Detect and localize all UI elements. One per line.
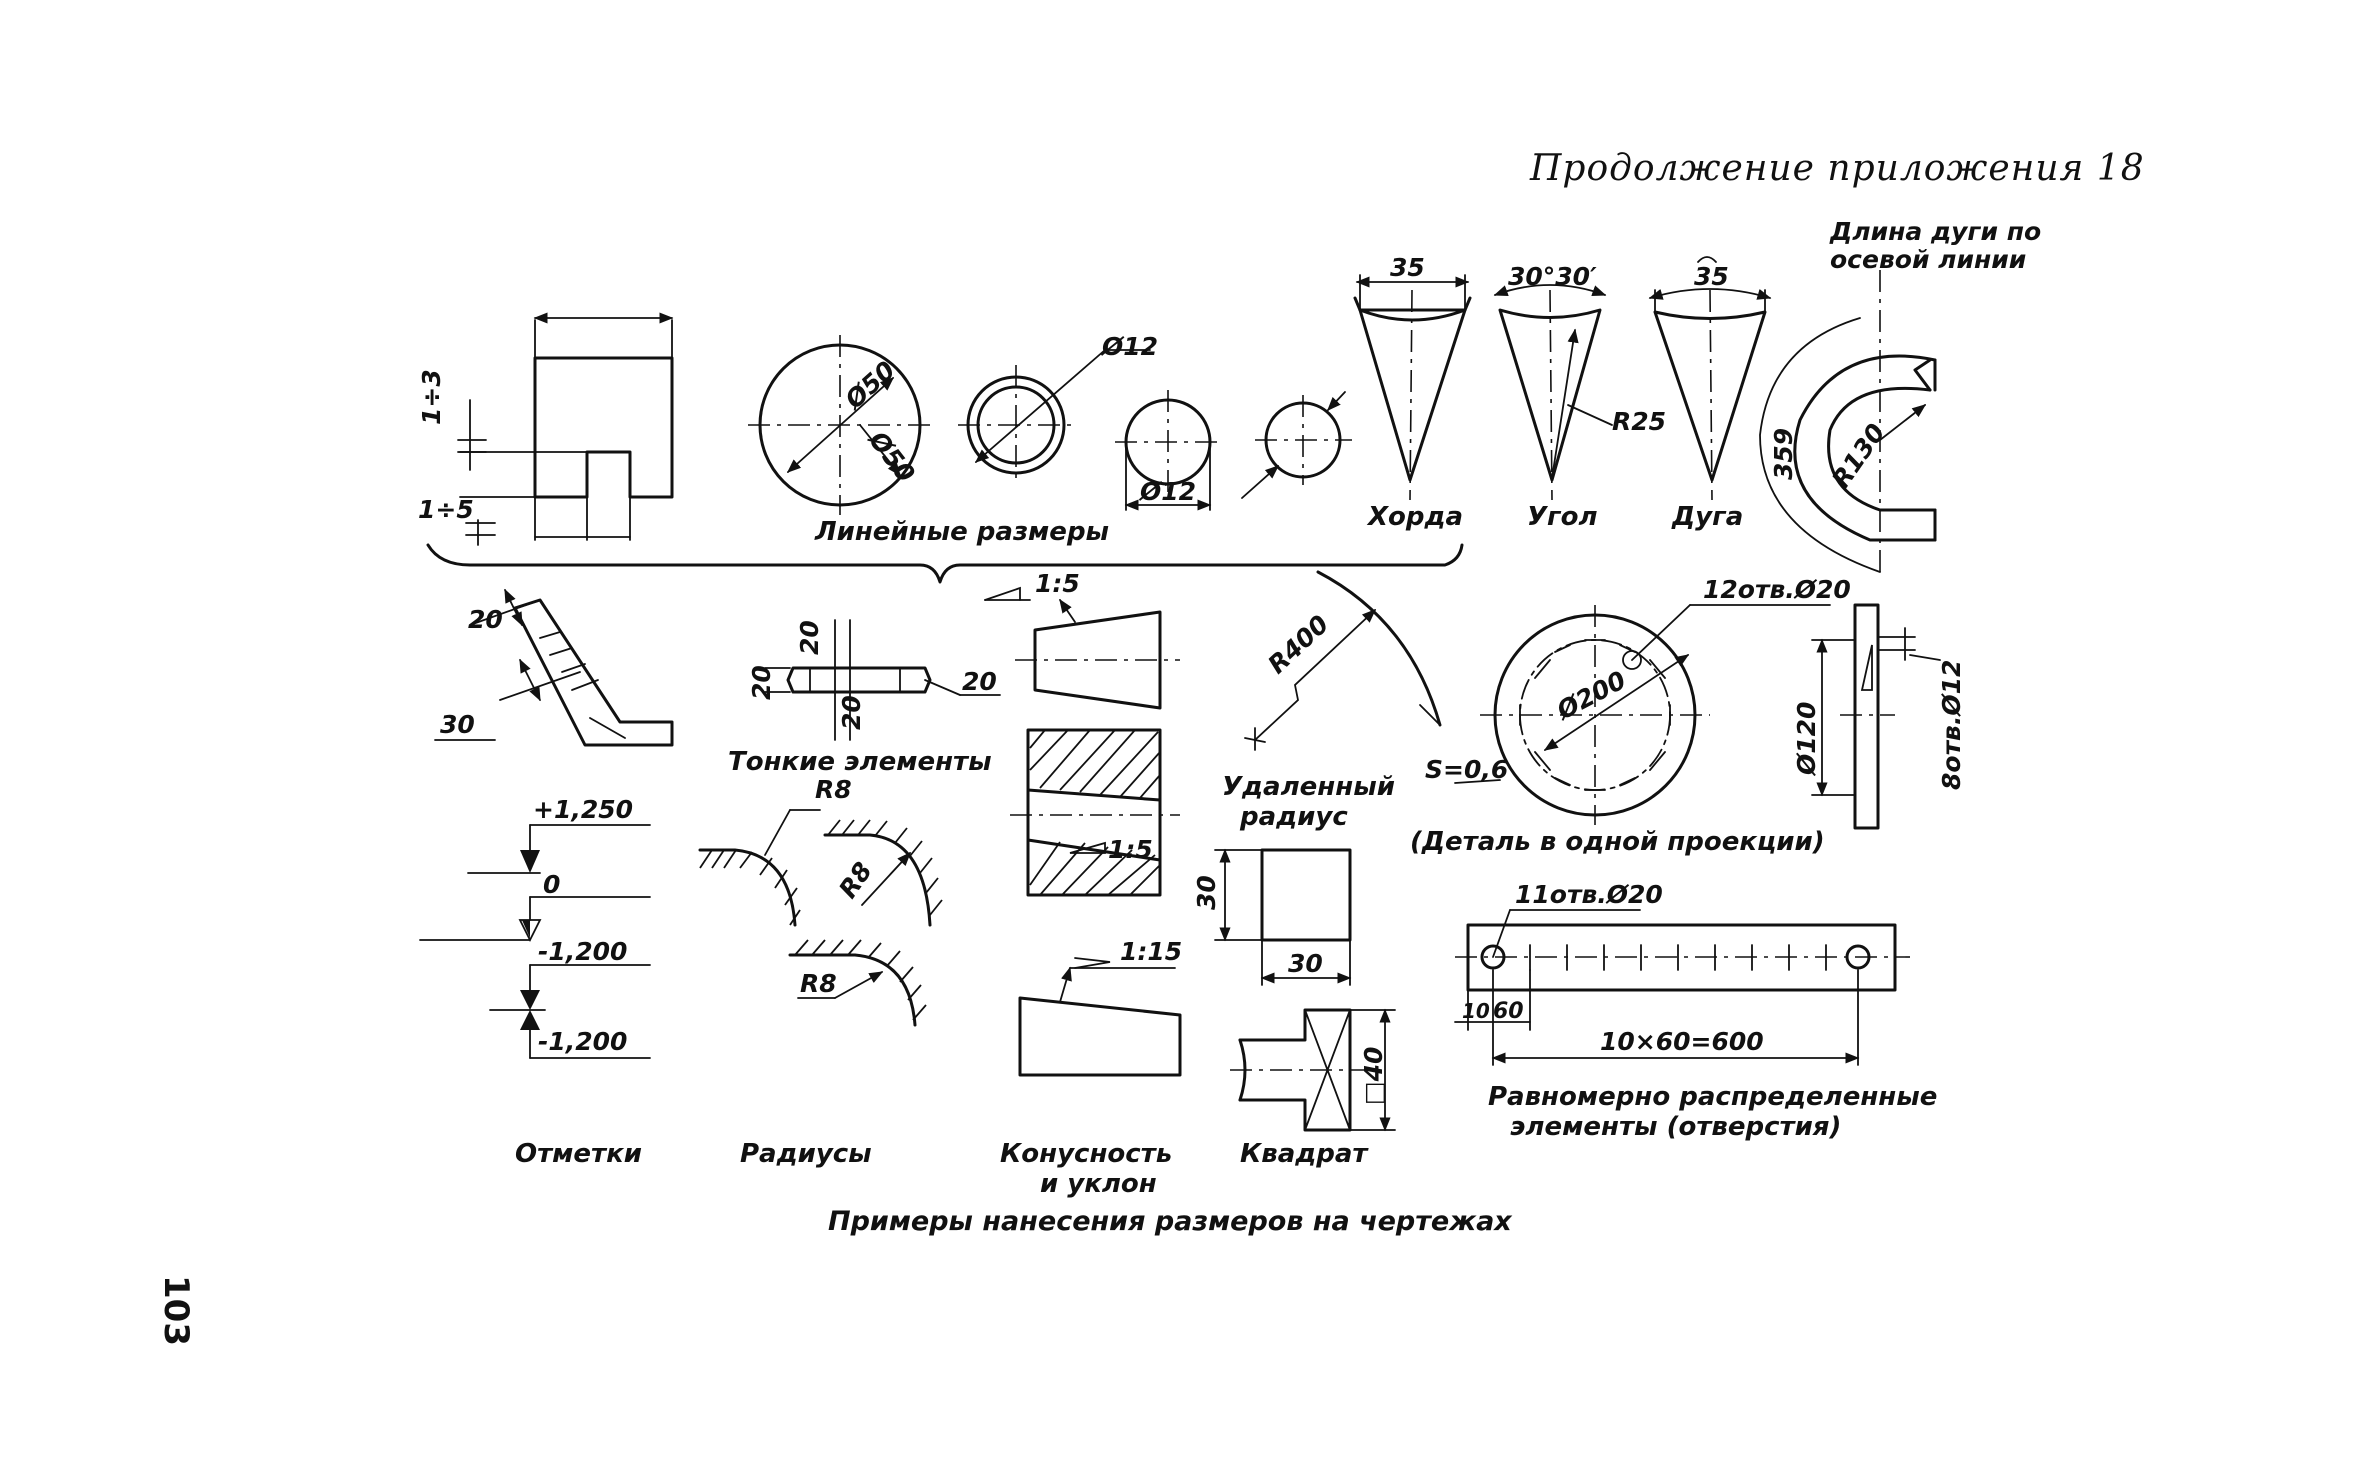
label-taper-2: и уклон: [1040, 1169, 1157, 1199]
stepped-block-figure: 1÷3 1÷5: [417, 312, 674, 546]
remote-radius-figure: R400 Удаленный радиус: [1222, 570, 1442, 832]
dim-chord: 35: [1390, 253, 1425, 282]
label-thin: Тонкие элементы: [728, 747, 992, 777]
dim-arc: 35: [1694, 262, 1729, 291]
slope-figure: 1:15: [1018, 937, 1182, 1077]
distributed-holes-figure: 11отв.Ø20 10 60 10×60=600 Равномерно рас…: [1454, 880, 1937, 1142]
page-number: 103: [156, 1275, 196, 1346]
elevation-marks-figure: +1,250 0 -1,200 -1,200 Отметки: [419, 795, 651, 1169]
dim-thin-20c: 20: [795, 620, 824, 655]
dim-radius-2: R8: [833, 857, 878, 904]
sector-arc-figure: 35 Дуга: [1648, 256, 1772, 532]
dim-remote-radius: R400: [1262, 609, 1334, 679]
dim-thin-20a: 20: [468, 605, 503, 634]
dim-thin-20d: 20: [837, 695, 866, 730]
label-angle: Угол: [1527, 502, 1598, 532]
label-square: Квадрат: [1240, 1139, 1369, 1169]
mark-minus-1200-a: -1,200: [538, 937, 627, 966]
dim-detail-s: S=0,6: [1425, 755, 1508, 784]
label-radii: Радиусы: [740, 1139, 872, 1169]
flange-figure: Ø120 8отв.Ø12: [1792, 603, 1966, 830]
dim-taper-1: 1:5: [1035, 569, 1080, 598]
dim-detail-dia: Ø200: [1550, 665, 1630, 726]
dim-dia12-a: Ø12: [1100, 332, 1158, 361]
dim-axis-arc-radius: R130: [1826, 418, 1891, 493]
dim-angle-radius: R25: [1612, 407, 1666, 436]
label-distributed-2: элементы (отверстия): [1510, 1112, 1841, 1142]
label-axis-arc-line2: осевой линии: [1830, 245, 2026, 274]
dim-square-h: 30: [1192, 875, 1221, 910]
brace: [426, 543, 1464, 584]
circle-small-figure: [1241, 391, 1352, 499]
dim-square-w: 30: [1288, 949, 1323, 978]
mark-plus-1250: +1,250: [533, 795, 633, 824]
label-taper-1: Конусность: [1000, 1139, 1172, 1169]
dim-flange-dia: Ø120: [1792, 702, 1821, 777]
taper-cone-figure: 1:5: [984, 569, 1180, 710]
dim-square-40: □40: [1359, 1047, 1388, 1105]
circle-dia50-figure: Ø50 Ø50: [748, 335, 935, 515]
dim-distributed-pitch: 10: [1462, 999, 1490, 1023]
dim-1-5: 1÷5: [418, 495, 474, 524]
dim-dia12-b: Ø12: [1138, 477, 1196, 506]
ring-dia12-figure: Ø12: [958, 332, 1158, 485]
dim-axis-arc: 359: [1769, 428, 1798, 480]
dim-thin-20e: 20: [962, 667, 997, 696]
dim-distributed-step: 60: [1493, 999, 1524, 1024]
dim-distributed-holes: 11отв.Ø20: [1515, 880, 1663, 909]
dim-radius-1: R8: [815, 775, 852, 804]
label-distributed-1: Равномерно распределенные: [1488, 1082, 1937, 1112]
label-detail: (Деталь в одной проекции): [1410, 827, 1825, 857]
dim-radius-3: R8: [800, 969, 837, 998]
sector-angle-figure: 30°30′ R25 Угол: [1493, 262, 1666, 532]
dim-flange-holes: 8отв.Ø12: [1937, 660, 1966, 790]
figure-caption: Примеры нанесения размеров на чертежах: [828, 1206, 1513, 1237]
dim-angle: 30°30′: [1508, 262, 1597, 291]
thin-bar-figure: 20 20 20 20 Тонкие элементы: [728, 619, 1001, 777]
dim-thin-20b: 20: [747, 665, 776, 700]
label-remote-2: радиус: [1239, 802, 1348, 832]
dim-dia50-b: Ø50: [862, 424, 921, 488]
circle-dia12-figure: Ø12: [1115, 390, 1220, 511]
mark-zero: 0: [543, 870, 560, 899]
dim-detail-holes: 12отв.Ø20: [1703, 575, 1851, 604]
mark-minus-1200-b: -1,200: [538, 1027, 627, 1056]
dim-thin-30: 30: [440, 710, 475, 739]
dim-1-3: 1÷3: [417, 369, 446, 425]
label-marks: Отметки: [515, 1139, 642, 1169]
label-linear: Линейные размеры: [814, 517, 1109, 547]
label-arc: Дуга: [1671, 502, 1743, 532]
label-chord: Хорда: [1366, 502, 1463, 532]
radii-figure: R8 R8 R8 Радиусы: [698, 775, 943, 1169]
label-axis-arc-line1: Длина дуги по: [1829, 217, 2041, 246]
dim-distributed-total: 10×60=600: [1600, 1027, 1764, 1056]
taper-section-figure: 1:5: [1010, 728, 1180, 897]
dim-taper-3: 1:15: [1120, 937, 1182, 966]
dim-taper-2: 1:5: [1108, 835, 1153, 864]
label-remote-1: Удаленный: [1222, 772, 1395, 802]
page-header-title: Продолжение приложения 18: [1529, 148, 2145, 189]
square-figure: 30 30 □40 Квадрат: [1192, 848, 1396, 1169]
sector-chord-figure: 35 Хорда: [1353, 253, 1472, 532]
bent-bar-figure: Длина дуги по осевой линии 359 R130: [1759, 217, 2041, 575]
thin-inclined-figure: 20 30: [434, 588, 674, 747]
detail-disc-figure: 12отв.Ø20 Ø200 S=0,6 (Деталь в одной про…: [1410, 575, 1851, 857]
